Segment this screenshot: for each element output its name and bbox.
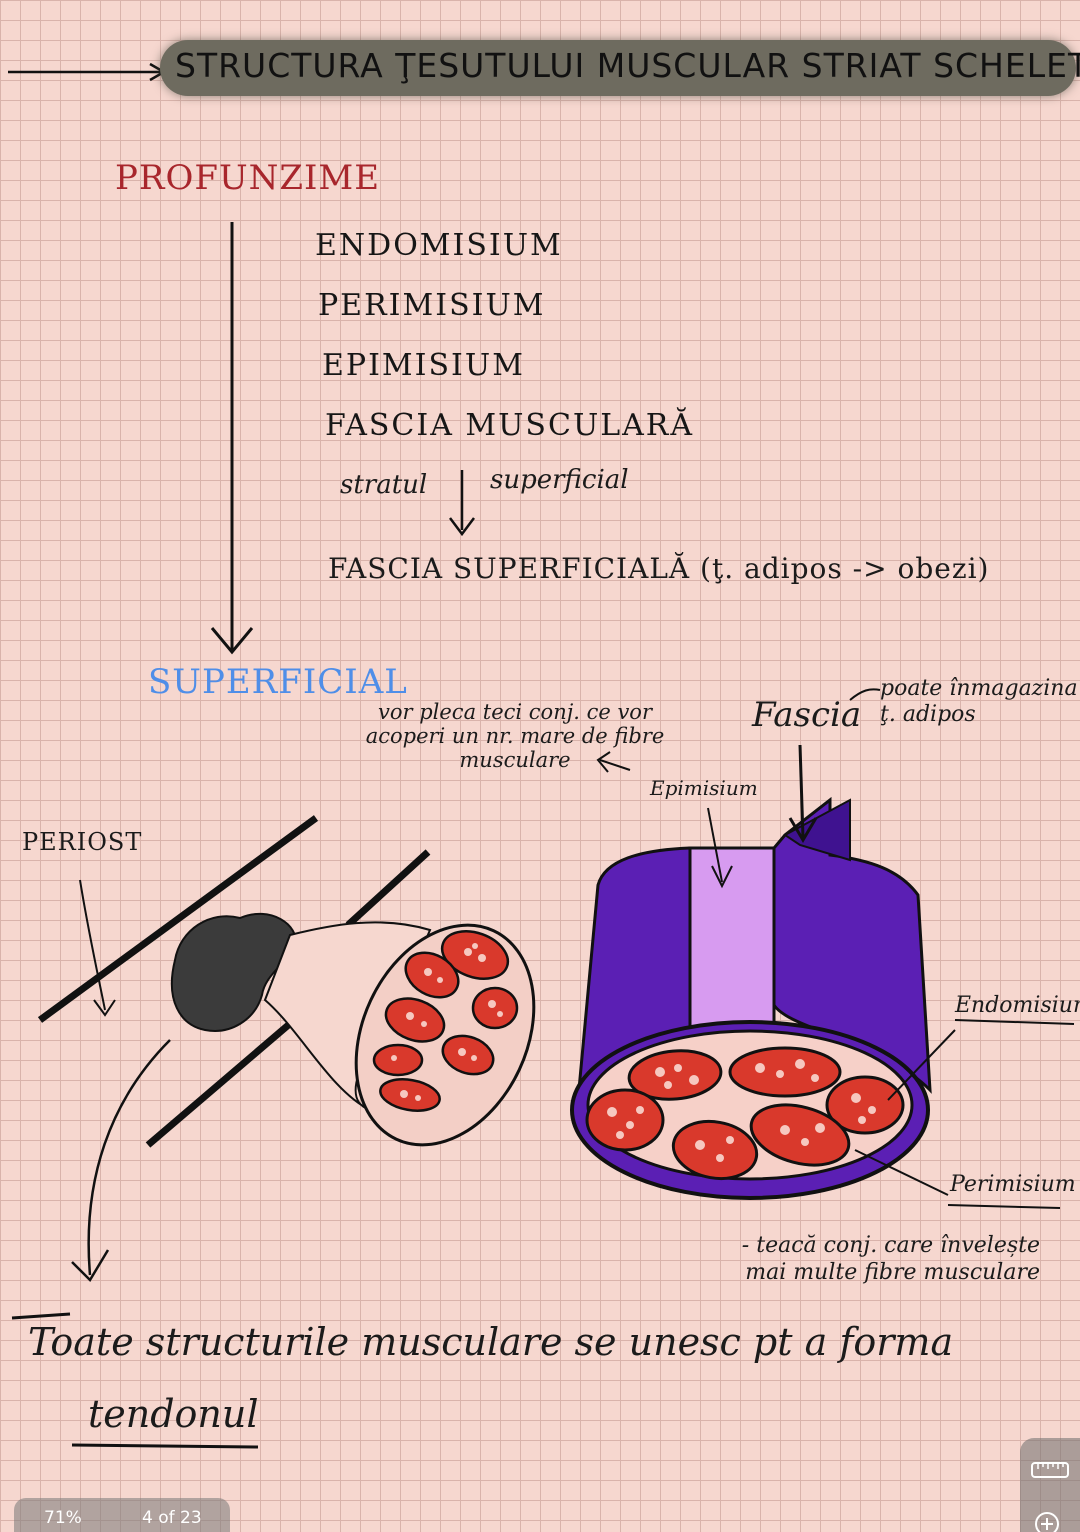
label-fascia: Fascia — [752, 695, 862, 735]
zoom-level[interactable]: 71% — [44, 1508, 82, 1528]
right-fascicles — [585, 1046, 905, 1181]
left-fascicles — [372, 930, 519, 1112]
epimisium-strip — [688, 846, 776, 1042]
page-indicator-bar — [14, 1498, 230, 1532]
tendon-underline — [71, 1443, 259, 1449]
depth-label-deep: PROFUNZIME — [115, 158, 381, 198]
strat-label: stratul — [340, 470, 428, 500]
note-teci: vor pleca teci conj. ce vor acoperi un n… — [365, 700, 665, 772]
bottom-sentence: Toate structurile musculare se unesc pt … — [28, 1320, 954, 1364]
note-fascia: poate înmagazina ţ. adipos — [880, 676, 1078, 727]
bottom-tendon: tendonul — [88, 1392, 259, 1436]
strat-arrow-head — [449, 517, 475, 537]
depth-arrow-head — [210, 627, 254, 655]
periost-arrow — [79, 879, 106, 1011]
label-epimisium: Epimisium — [650, 776, 758, 800]
note-perimisium: - teacă conj. care învelește mai multe f… — [741, 1233, 1040, 1285]
fascia-arrow — [798, 744, 805, 839]
left-fascicle-fibers — [391, 943, 503, 1101]
perimisium-leader — [854, 1149, 949, 1196]
layer-epimisium: EPIMISIUM — [322, 348, 525, 383]
endomisium-leader — [887, 1029, 956, 1101]
depth-label-surface: SUPERFICIAL — [148, 662, 408, 702]
label-perimisium: Perimisium — [950, 1172, 1076, 1197]
bone-line-top — [37, 815, 319, 1023]
layer-fascia-superficiala: FASCIA SUPERFICIALĂ (ţ. adipos -> obezi) — [328, 552, 990, 585]
fascia-fold — [783, 798, 851, 862]
label-periost: PERIOST — [22, 828, 143, 856]
page-counter[interactable]: 4 of 23 — [142, 1508, 202, 1528]
right-fascicle-fibers — [607, 1059, 876, 1162]
page-title: STRUCTURA ŢESUTULUI MUSCULAR STRIAT SCHE… — [175, 46, 1080, 85]
layer-fascia-musculara: FASCIA MUSCULARĂ — [325, 408, 695, 443]
layer-endomisium: ENDOMISIUM — [315, 228, 563, 263]
ruler-icon[interactable] — [1030, 1458, 1070, 1482]
title-highlight — [160, 40, 1076, 96]
epimisium-arrow — [707, 807, 723, 883]
plus-icon[interactable] — [1033, 1510, 1061, 1532]
tendon-arrow — [87, 1039, 171, 1276]
layer-perimisium: PERIMISIUM — [318, 288, 546, 323]
tool-panel — [1020, 1438, 1080, 1532]
label-endomisium: Endomisium — [955, 993, 1080, 1018]
bone-line-right — [345, 849, 431, 928]
superficial-label: superficial — [490, 465, 629, 495]
